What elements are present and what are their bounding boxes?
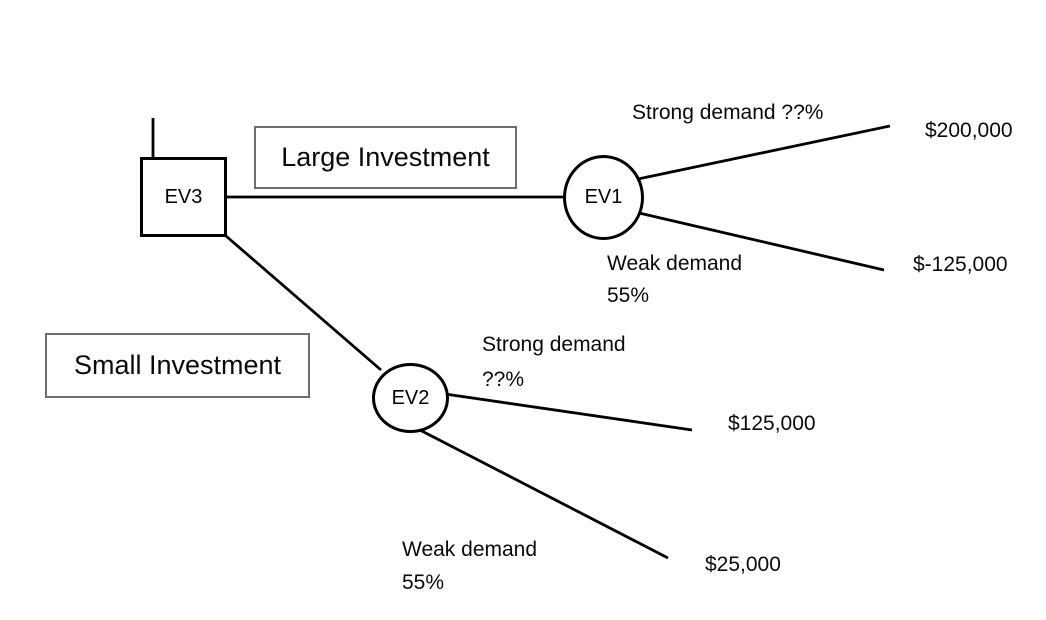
branch-label-ev2-weak-demand-line1: Weak demand — [402, 538, 538, 561]
branch-line-ev1-weak-demand — [638, 211, 885, 272]
decision-node-ev3-label: EV3 — [164, 185, 203, 208]
branch-label-ev1-strong-demand: Strong demand ??% — [632, 101, 824, 124]
chance-node-ev2-label: EV2 — [391, 386, 430, 409]
branch-label-ev1-weak-demand-line1: Weak demand — [607, 252, 743, 275]
payoff-ev1-strong-demand: $200,000 — [925, 119, 1013, 142]
choice-label-small-investment: Small Investment — [73, 350, 282, 380]
branch-line-ev2-strong-demand — [444, 392, 693, 432]
choice-label-large-investment: Large Investment — [281, 142, 490, 172]
branch-label-ev2-strong-demand-line2: ??% — [482, 368, 525, 391]
payoff-ev1-weak-demand: $-125,000 — [913, 253, 1008, 276]
chance-node-ev2: EV2 — [372, 363, 449, 433]
branch-label-ev2-weak-demand: Weak demand 55% — [402, 533, 537, 599]
branch-line-ev2-weak-demand — [415, 426, 669, 560]
choice-box-large-investment: Large Investment — [254, 126, 517, 189]
branch-line-small-investment — [225, 234, 382, 372]
chance-node-ev1-label: EV1 — [584, 186, 623, 208]
branch-label-ev1-weak-demand-line2: 55% — [607, 284, 650, 307]
branch-label-ev2-strong-demand-line1: Strong demand — [482, 333, 626, 356]
chance-node-ev1: EV1 — [563, 155, 644, 240]
branch-label-ev2-strong-demand: Strong demand ??% — [482, 327, 626, 397]
branch-label-ev2-weak-demand-line2: 55% — [402, 571, 445, 594]
choice-box-small-investment: Small Investment — [45, 333, 310, 398]
payoff-ev2-weak-demand: $25,000 — [705, 553, 781, 576]
decision-node-ev3: EV3 — [140, 157, 227, 237]
branch-label-ev1-weak-demand: Weak demand 55% — [607, 248, 742, 312]
payoff-ev2-strong-demand: $125,000 — [728, 412, 816, 435]
branch-line-ev1-strong-demand — [637, 124, 891, 181]
